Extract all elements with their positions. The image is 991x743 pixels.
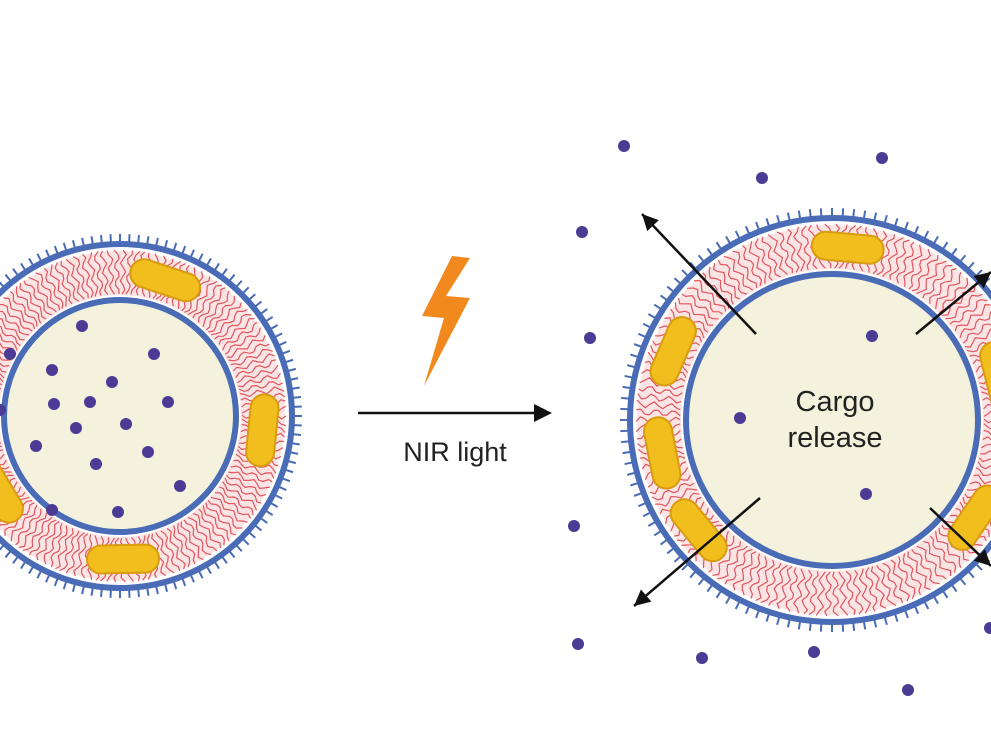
- cargo-particle: [584, 332, 596, 344]
- cargo-particle: [808, 646, 820, 658]
- cargo-particle: [120, 418, 132, 430]
- cargo-particle: [876, 152, 888, 164]
- cargo-particle: [572, 638, 584, 650]
- cargo-particle: [112, 506, 124, 518]
- cargo-particle: [902, 684, 914, 696]
- lightning-bolt-icon: [422, 256, 470, 386]
- cargo-particle: [734, 412, 746, 424]
- gold-nanorod: [643, 416, 682, 490]
- gold-nanorod: [0, 455, 24, 524]
- cargo-particle: [90, 458, 102, 470]
- releasing-liposome: [620, 208, 991, 632]
- cargo-release-label: Cargo release: [735, 384, 935, 456]
- release-arrow-icon: [915, 271, 991, 335]
- cargo-particle: [46, 364, 58, 376]
- release-arrow-icon: [929, 507, 991, 567]
- gold-nanorod: [245, 393, 280, 468]
- nir-light-label: NIR light: [403, 437, 507, 467]
- cargo-particle: [30, 440, 42, 452]
- cargo-particle: [46, 504, 58, 516]
- released-cargo-particles: [568, 140, 991, 696]
- right-arrow-icon: [358, 404, 552, 422]
- cargo-particle: [70, 422, 82, 434]
- gold-nanorod: [669, 498, 728, 563]
- release-arrow-icon: [633, 497, 761, 607]
- cargo-particle: [76, 320, 88, 332]
- cargo-particle: [696, 652, 708, 664]
- cargo-particle: [756, 172, 768, 184]
- vesicle-core: [1, 297, 239, 535]
- cargo-particle: [148, 348, 160, 360]
- cargo-particle: [984, 622, 991, 634]
- cargo-particle: [142, 446, 154, 458]
- cargo-particle: [84, 396, 96, 408]
- release-arrows: [633, 213, 991, 607]
- cargo-particle: [568, 520, 580, 532]
- gold-nanorod: [649, 316, 697, 387]
- cargo-particle: [576, 226, 588, 238]
- gold-nanorod: [86, 543, 161, 575]
- cargo-particle: [106, 376, 118, 388]
- cargo-particle: [860, 488, 872, 500]
- cargo-particle: [866, 330, 878, 342]
- cargo-particle: [0, 404, 6, 416]
- vesicle-core: [683, 271, 981, 569]
- intact-liposome: [0, 234, 302, 598]
- cargo-particle: [48, 398, 60, 410]
- cargo-particle: [618, 140, 630, 152]
- cargo-particle: [4, 348, 16, 360]
- lipid-head-spikes: [0, 234, 302, 598]
- lipid-head-spikes: [620, 208, 991, 632]
- gold-nanorod: [129, 258, 201, 303]
- release-arrow-icon: [641, 213, 757, 335]
- cargo-particle: [174, 480, 186, 492]
- cargo-particle: [162, 396, 174, 408]
- cargo-label-line1: Cargo: [795, 386, 875, 418]
- gold-nanorod: [810, 230, 885, 265]
- gold-nanorod: [947, 484, 991, 551]
- cargo-label-line2: release: [787, 422, 883, 454]
